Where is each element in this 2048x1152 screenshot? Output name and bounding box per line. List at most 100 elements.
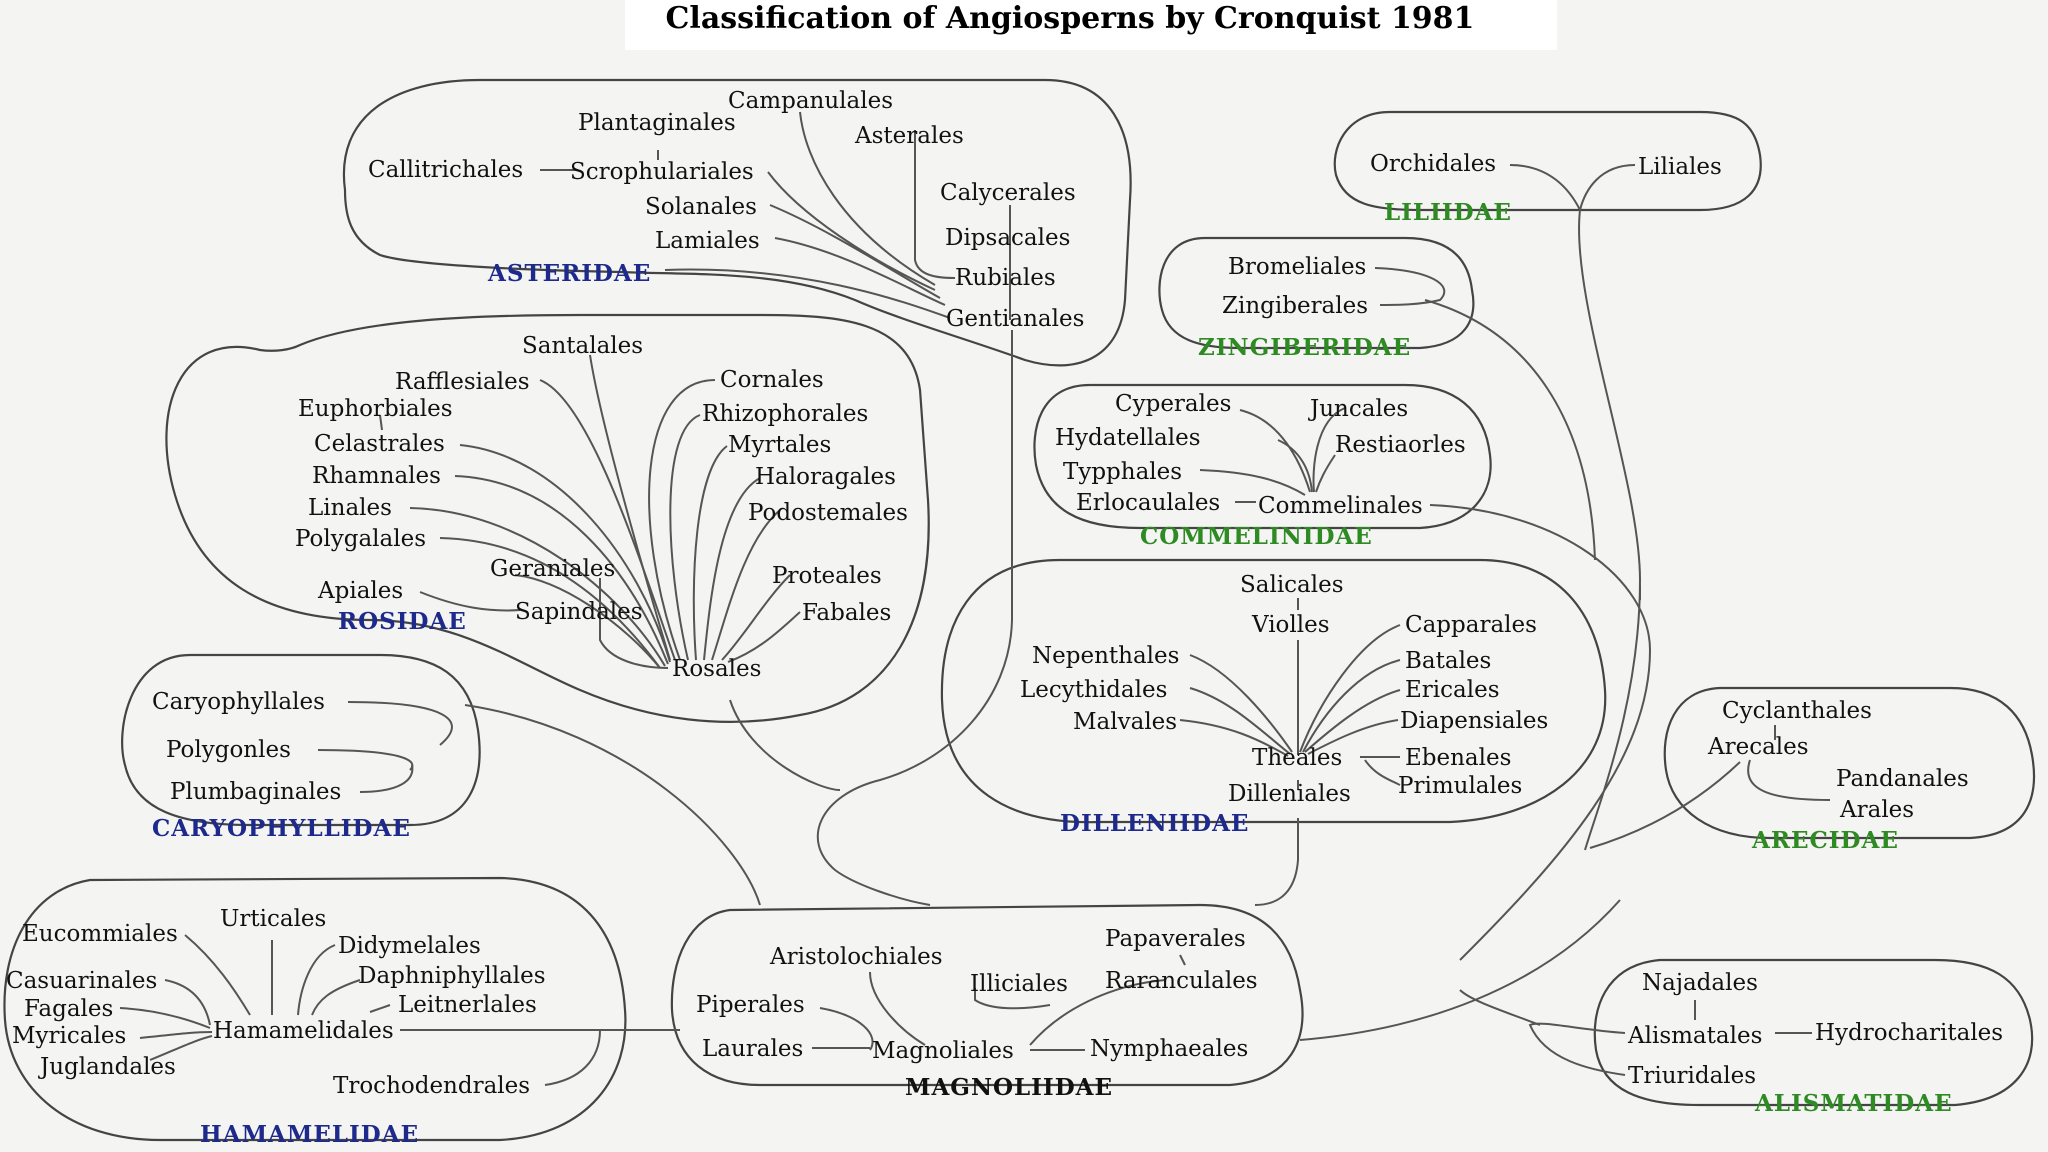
- order-scrophulariales: Scrophulariales: [570, 159, 754, 185]
- order-plantaginales: Plantaginales: [578, 110, 736, 136]
- order-linales: Linales: [308, 495, 392, 521]
- order-nepenthales: Nepenthales: [1032, 643, 1179, 669]
- order-fagales: Fagales: [24, 996, 113, 1022]
- order-erlocaulales: Erlocaulales: [1076, 490, 1220, 516]
- order-zingiberales: Zingiberales: [1222, 293, 1368, 319]
- order-campanulales: Campanulales: [728, 88, 893, 114]
- subclass-dilleniidae: DILLENIIDAE: [1060, 810, 1249, 837]
- order-didymelales: Didymelales: [338, 933, 481, 959]
- order-magnoliales: Magnoliales: [872, 1038, 1014, 1064]
- order-solanales: Solanales: [645, 194, 757, 220]
- diagram-title: Classification of Angiosperns by Cronqui…: [666, 1, 1475, 36]
- order-lamiales: Lamiales: [655, 228, 760, 254]
- order-podostemales: Podostemales: [748, 500, 908, 526]
- subclass-hamamelidae: HAMAMELIDAE: [200, 1121, 419, 1148]
- order-plumbaginales: Plumbaginales: [170, 779, 341, 805]
- order-calycerales: Calycerales: [940, 180, 1076, 206]
- order-lecythidales: Lecythidales: [1020, 677, 1167, 703]
- order-nymphaeales: Nymphaeales: [1090, 1036, 1248, 1062]
- rosidae-outline: [165, 313, 930, 723]
- order-bromeliales: Bromeliales: [1228, 254, 1366, 280]
- order-dilleniales: Dilleniales: [1228, 781, 1351, 807]
- order-salicales: Salicales: [1240, 572, 1344, 598]
- order-euphorbiales: Euphorbiales: [298, 396, 453, 422]
- order-eucommiales: Eucommiales: [22, 921, 178, 947]
- order-gentianales: Gentianales: [946, 306, 1084, 332]
- order-rhamnales: Rhamnales: [312, 463, 441, 489]
- order-santalales: Santalales: [522, 333, 643, 359]
- order-alismatales: Alismatales: [1627, 1023, 1762, 1049]
- title-background: [625, 0, 1557, 50]
- order-casuarinales: Casuarinales: [6, 968, 157, 994]
- subclass-liliidae: LILIIDAE: [1384, 199, 1512, 226]
- order-urticales: Urticales: [220, 906, 326, 932]
- order-cyperales: Cyperales: [1115, 391, 1231, 417]
- subclass-zingiberidae: ZINGIBERIDAE: [1198, 334, 1411, 361]
- order-restiaorles: Restiaorles: [1335, 432, 1466, 458]
- order-cyclanthales: Cyclanthales: [1722, 698, 1872, 724]
- subclass-caryophyllidae: CARYOPHYLLIDAE: [152, 815, 411, 842]
- order-myrtales: Myrtales: [728, 432, 831, 458]
- order-sapindales: Sapindales: [515, 599, 643, 625]
- order-capparales: Capparales: [1405, 612, 1537, 638]
- subclass-arecidae: ARECIDAE: [1751, 827, 1899, 854]
- order-rhizophorales: Rhizophorales: [702, 401, 868, 427]
- subclass-rosidae: ROSIDAE: [338, 608, 467, 635]
- zingiberidae-outline: [1158, 236, 1475, 350]
- order-liliales: Liliales: [1638, 154, 1722, 180]
- commelinidae-outline: [1033, 383, 1492, 530]
- subclass-asteridae: ASTERIDAE: [487, 260, 651, 287]
- subclass-alismatidae: ALISMATIDAE: [1754, 1090, 1953, 1117]
- order-cornales: Cornales: [720, 367, 824, 393]
- order-leitnerlales: Leitnerlales: [398, 992, 537, 1018]
- order-juncales: Juncales: [1308, 396, 1408, 422]
- order-arecales: Arecales: [1707, 734, 1809, 760]
- order-rosales: Rosales: [672, 656, 761, 682]
- hamamelidae-outline: [3, 876, 627, 1142]
- order-malvales: Malvales: [1073, 709, 1177, 735]
- order-fabales: Fabales: [802, 600, 891, 626]
- order-rafflesiales: Rafflesiales: [395, 369, 530, 395]
- order-laurales: Laurales: [702, 1036, 803, 1062]
- order-hydrocharitales: Hydrocharitales: [1815, 1020, 2003, 1046]
- subclass-magnoliidae: MAGNOLIIDAE: [905, 1074, 1113, 1101]
- order-triuridales: Triuridales: [1628, 1063, 1756, 1089]
- alismatidae-outline: [1593, 958, 2034, 1107]
- order-batales: Batales: [1405, 648, 1491, 674]
- order-daphniphyllales: Daphniphyllales: [358, 963, 546, 989]
- order-asterales: Asterales: [854, 123, 964, 149]
- asteridae-outline: [342, 78, 1132, 367]
- order-pandanales: Pandanales: [1836, 766, 1969, 792]
- liliidae-outline: [1333, 110, 1762, 212]
- order-orchidales: Orchidales: [1370, 151, 1496, 177]
- order-polygonles: Polygonles: [166, 737, 291, 763]
- order-theales: Theales: [1252, 745, 1342, 771]
- order-aristolochiales: Aristolochiales: [769, 944, 943, 970]
- order-juglandales: Juglandales: [38, 1054, 176, 1080]
- order-hydatellales: Hydatellales: [1055, 425, 1201, 451]
- order-typphales: Typphales: [1063, 459, 1182, 485]
- subclass-commelinidae: COMMELINIDAE: [1140, 523, 1373, 550]
- order-piperales: Piperales: [696, 992, 805, 1018]
- arecidae-outline: [1663, 686, 2036, 840]
- order-haloragales: Haloragales: [755, 464, 896, 490]
- order-dipsacales: Dipsacales: [945, 225, 1070, 251]
- order-najadales: Najadales: [1642, 970, 1758, 996]
- order-illiciales: Illiciales: [970, 971, 1068, 997]
- order-commelinales: Commelinales: [1258, 493, 1423, 519]
- order-geraniales: Geraniales: [490, 556, 615, 582]
- order-trochodendrales: Trochodendrales: [333, 1073, 530, 1099]
- magnoliidae-outline: [670, 903, 1304, 1087]
- order-hamamelidales: Hamamelidales: [213, 1018, 394, 1044]
- order-myricales: Myricales: [12, 1023, 126, 1049]
- order-violles: Violles: [1251, 612, 1330, 638]
- order-caryophyllales: Caryophyllales: [152, 689, 325, 715]
- caryophyllidae-outline: [121, 653, 481, 827]
- order-rubiales: Rubiales: [955, 265, 1056, 291]
- branch-lines: [119, 111, 1831, 1086]
- order-arales: Arales: [1839, 797, 1914, 823]
- order-diapensiales: Diapensiales: [1400, 708, 1548, 734]
- order-ericales: Ericales: [1405, 677, 1500, 703]
- order-proteales: Proteales: [772, 563, 882, 589]
